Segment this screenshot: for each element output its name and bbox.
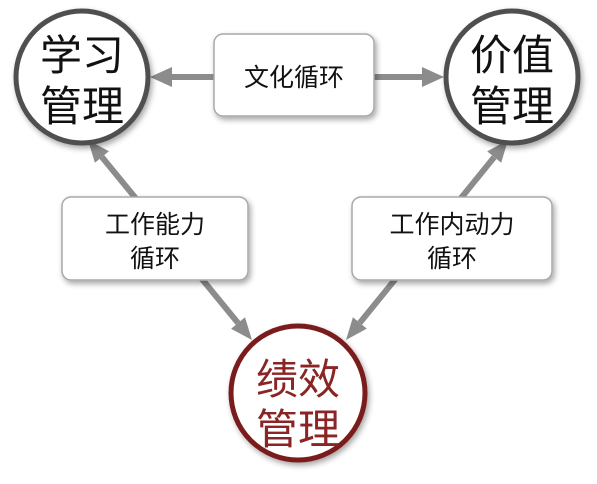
- cycle-label-motivation-line2: 循环: [427, 244, 477, 273]
- arrow-head-to-value: [422, 67, 444, 87]
- cycle-label-culture: 文化循环: [244, 63, 344, 92]
- arrow-head-to-learning: [150, 67, 172, 87]
- cycle-label-ability-line1: 工作能力: [105, 210, 205, 239]
- node-value-line2: 管理: [470, 82, 554, 131]
- node-learning: 学习 管理: [13, 8, 151, 146]
- cycle-box-ability-frame: [61, 196, 249, 281]
- node-performance: 绩效 管理: [228, 323, 368, 463]
- arrow-head-to-performance-left: [231, 317, 252, 340]
- cycle-box-ability: 工作能力 循环: [61, 196, 249, 281]
- node-learning-line2: 管理: [40, 82, 124, 131]
- node-performance-line2: 管理: [256, 405, 340, 454]
- node-performance-line1: 绩效: [256, 355, 340, 404]
- arrow-head-to-performance-right: [346, 317, 367, 340]
- cycle-box-motivation-frame: [351, 196, 553, 281]
- cycle-label-ability-line2: 循环: [130, 244, 180, 273]
- node-value: 价值 管理: [443, 8, 581, 146]
- node-performance-circle: [228, 323, 368, 463]
- cycle-box-motivation: 工作内动力 循环: [351, 196, 553, 281]
- node-learning-line1: 学习: [40, 31, 124, 80]
- node-value-circle: [443, 8, 581, 146]
- node-learning-circle: [13, 8, 151, 146]
- cycle-label-motivation-line1: 工作内动力: [389, 210, 514, 239]
- arrow-head-to-value-diagonal: [487, 140, 508, 163]
- arrow-head-to-learning-diagonal: [88, 140, 109, 163]
- cycle-box-culture-frame: [213, 33, 375, 117]
- cycle-box-culture: 文化循环: [213, 33, 375, 117]
- node-value-line1: 价值: [470, 31, 554, 80]
